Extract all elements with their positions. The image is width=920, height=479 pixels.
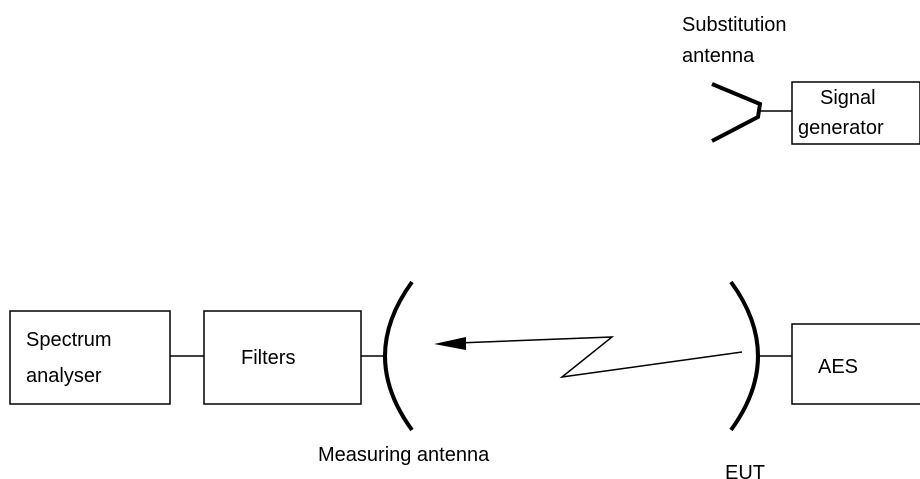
eut-antenna-icon — [729, 280, 760, 432]
measuring-antenna: Measuring antenna — [318, 280, 490, 466]
spectrum-analyser-label-line1: Spectrum — [26, 329, 112, 351]
filters-box — [203, 310, 362, 405]
signal-generator-block: Signal generator — [791, 81, 920, 145]
signal-generator-label-line2: generator — [798, 117, 884, 139]
spectrum-analyser-label-line2: analyser — [26, 365, 102, 387]
filters-label: Filters — [241, 347, 295, 369]
signal-path-arrowhead-icon — [434, 337, 466, 350]
substitution-antenna: Substitution antenna — [682, 14, 792, 143]
aes-label: AES — [818, 356, 858, 378]
aes-block: AES — [791, 323, 920, 405]
spectrum-analyser-block: Spectrum analyser — [9, 310, 171, 405]
signal-path-zigzag — [457, 336, 743, 379]
measuring-antenna-icon — [383, 280, 414, 432]
signal-path — [434, 336, 743, 379]
measuring-antenna-label: Measuring antenna — [318, 444, 490, 466]
spectrum-analyser-box — [9, 310, 171, 405]
substitution-antenna-label-line1: Substitution — [682, 14, 787, 36]
filters-block: Filters — [203, 310, 362, 405]
eut-label: EUT — [725, 462, 765, 479]
substitution-antenna-label-line2: antenna — [682, 45, 755, 67]
eut: EUT — [725, 280, 765, 479]
signal-generator-label-line1: Signal — [820, 87, 876, 109]
signal-generator-box — [791, 81, 920, 145]
aes-box — [791, 323, 920, 405]
substitution-antenna-icon — [711, 82, 763, 143]
